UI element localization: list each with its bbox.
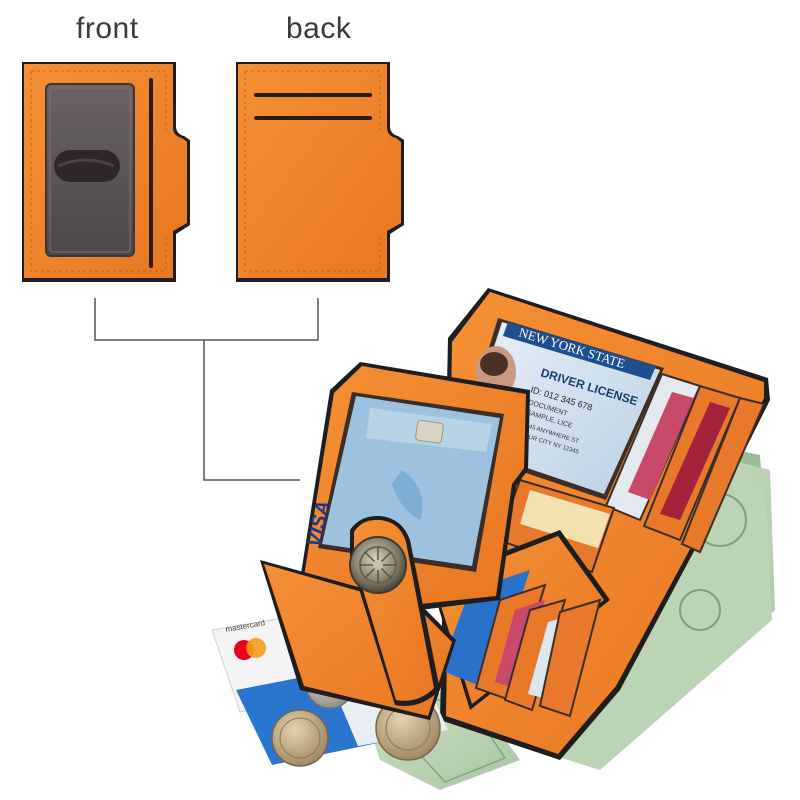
back-slot-2 [254,116,372,120]
open-wallet: NEW YORK STATE DRIVER LICENSE ID: 012 34… [211,288,775,790]
front-label: front [76,12,139,45]
connector-lines [94,298,319,481]
back-slot-1 [254,93,372,97]
card-chip [415,419,444,444]
mastercard-logo-yellow [246,638,266,658]
snap-strap [349,515,440,706]
thumb-slot [54,150,120,182]
back-card-slot-panel [236,62,404,282]
card-slots-right [604,372,766,554]
side-slot [149,78,153,268]
front-card-slot-panel [22,62,190,282]
back-label: back [286,12,352,45]
